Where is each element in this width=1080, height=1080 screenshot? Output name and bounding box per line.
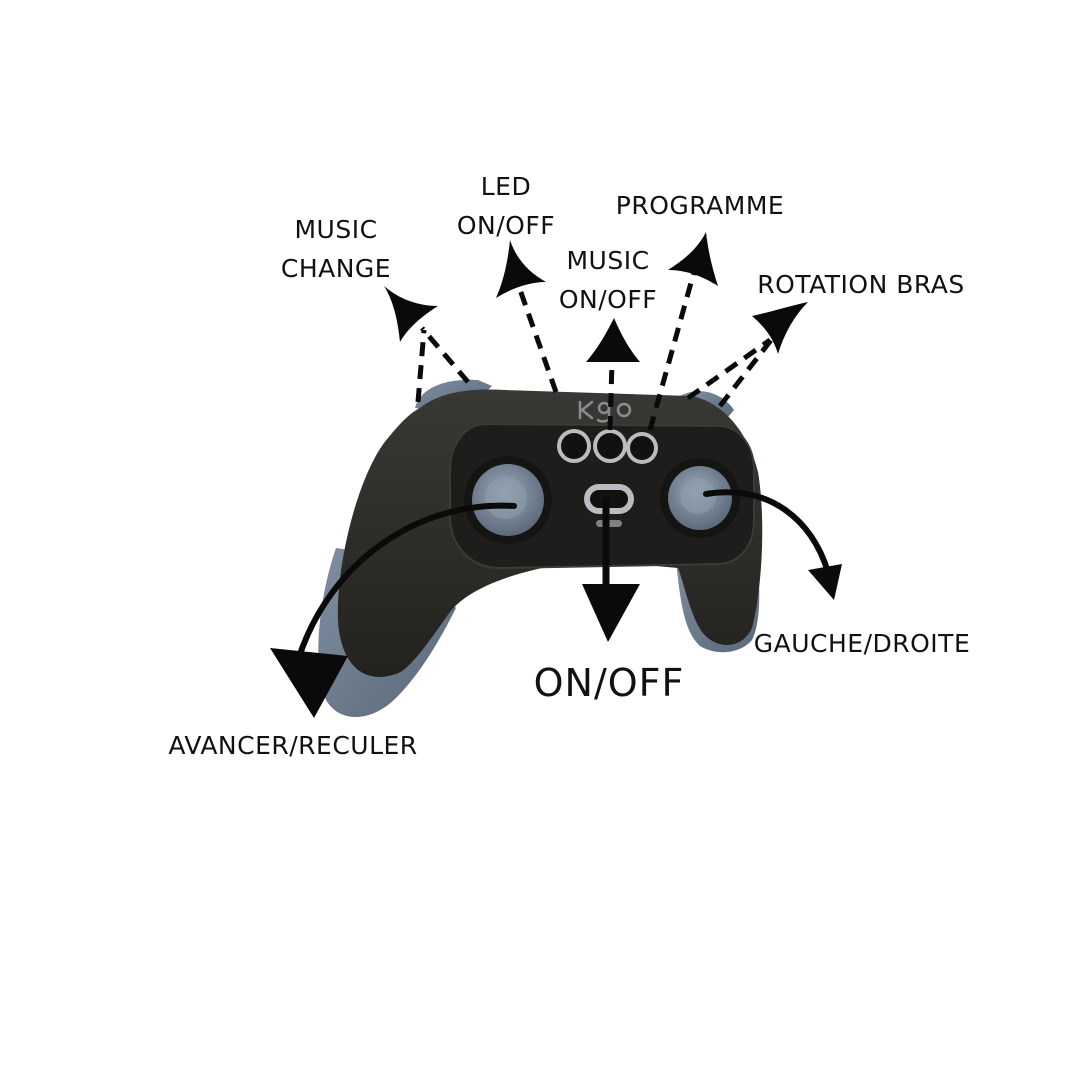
led-leader <box>515 283 559 393</box>
music-onoff-leader <box>607 361 615 431</box>
music-change-arrowhead <box>384 286 438 342</box>
programme-button[interactable] <box>626 432 658 464</box>
music-onoff-button[interactable] <box>593 429 627 463</box>
label-music-onoff: MUSIC ON/OFF <box>558 246 658 314</box>
gauche-droite-arrowhead <box>808 564 842 600</box>
music-change-leader-a <box>415 329 427 403</box>
rotation-leader-a <box>686 337 772 401</box>
rotation-arrowhead <box>752 302 808 354</box>
label-power-onoff: ON/OFF <box>533 661 685 705</box>
music-change-leader-b <box>420 326 470 384</box>
gauche-droite-arrow <box>703 489 831 575</box>
left-joystick[interactable] <box>464 456 552 544</box>
music-onoff-arrowhead <box>586 318 640 362</box>
label-avancer-reculer: AVANCER/RECULER <box>168 731 418 760</box>
label-led-onoff: LED ON/OFF <box>456 172 556 240</box>
label-gauche-droite: GAUCHE/DROITE <box>753 629 971 658</box>
label-music-change: MUSIC CHANGE <box>280 215 392 283</box>
right-joystick[interactable] <box>660 458 740 538</box>
power-arrowhead <box>582 584 640 642</box>
programme-arrowhead <box>668 232 718 286</box>
music-change-button[interactable] <box>557 429 591 463</box>
avancer-reculer-arrowhead <box>270 648 348 718</box>
led-arrowhead <box>496 240 546 298</box>
avancer-reculer-arrow <box>295 502 517 663</box>
label-rotation-bras: ROTATION BRAS <box>757 270 965 299</box>
rotation-leader-b <box>718 324 784 408</box>
label-programme: PROGRAMME <box>615 191 785 220</box>
gamepad <box>318 379 763 718</box>
programme-leader <box>647 271 697 431</box>
